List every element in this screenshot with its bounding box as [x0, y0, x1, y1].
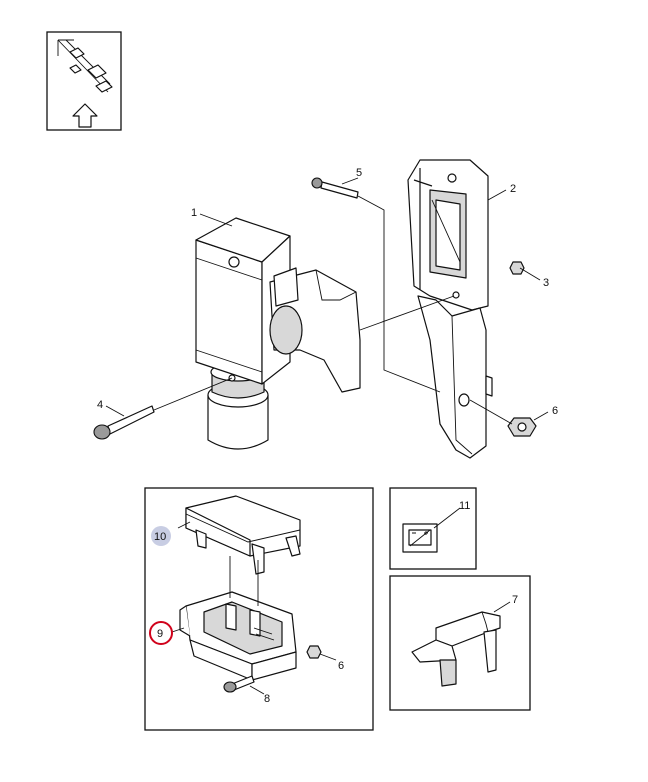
leader-lines-box	[171, 521, 337, 695]
callout-6[interactable]: 6	[552, 405, 558, 417]
callout-6b[interactable]: 6	[338, 660, 344, 672]
orientation-thumbnail	[46, 31, 122, 131]
callout-9[interactable]: 9	[157, 628, 163, 640]
detail-box-clip	[389, 575, 531, 711]
up-arrow-icon	[72, 103, 98, 128]
part-6-nut-small[interactable]	[306, 645, 322, 659]
part-1-switch-body[interactable]	[195, 217, 361, 450]
part-5-bolt[interactable]	[311, 177, 359, 199]
callout-11[interactable]: 11	[459, 500, 470, 512]
part-3-nut[interactable]	[509, 261, 525, 275]
callout-10-highlighted[interactable]: 10	[151, 526, 171, 546]
callout-4[interactable]: 4	[97, 399, 103, 411]
part-9-base-housing[interactable]	[179, 556, 297, 681]
part-2-bracket[interactable]	[407, 159, 493, 459]
callout-1[interactable]: 1	[191, 207, 197, 219]
callout-10[interactable]: 10	[154, 531, 166, 543]
part-7-clip[interactable]	[411, 601, 511, 687]
detail-box-label	[389, 487, 477, 570]
callout-8[interactable]: 8	[264, 693, 270, 705]
callout-3[interactable]: 3	[543, 277, 549, 289]
leader-lines-main	[105, 177, 549, 425]
callout-7[interactable]: 7	[512, 594, 518, 606]
callout-2[interactable]: 2	[510, 183, 516, 195]
part-6-flange-nut[interactable]	[507, 417, 537, 437]
part-8-bolt[interactable]	[223, 675, 255, 693]
callout-5[interactable]: 5	[356, 167, 362, 179]
callouts: 1 2 3 4 5 6 7 8 6 11	[97, 167, 558, 705]
callout-9-selected[interactable]: 9	[149, 621, 173, 645]
part-10-cover[interactable]	[185, 495, 301, 575]
part-4-bolt[interactable]	[93, 405, 155, 440]
detail-box-housing	[144, 487, 374, 731]
